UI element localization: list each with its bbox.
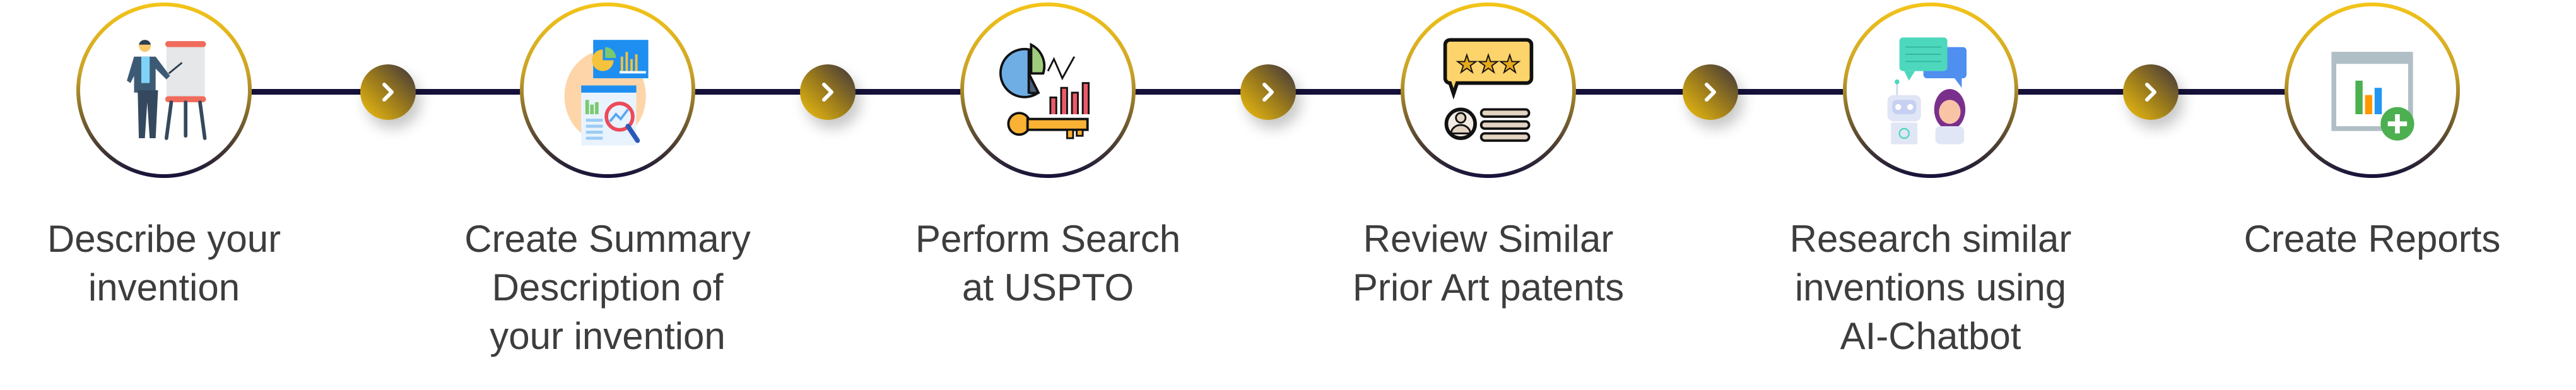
chevron-right-icon [1698, 80, 1723, 105]
next-arrow-1[interactable] [360, 64, 416, 120]
label-line: Description of [431, 263, 784, 312]
chevron-right-icon [815, 80, 840, 105]
add-report-icon [2312, 30, 2432, 150]
step-5-circle [1843, 3, 2018, 178]
step-6-label: Create Reports [2196, 215, 2549, 263]
label-line: Create Summary [431, 215, 784, 263]
analytics-search-icon [548, 30, 668, 150]
step-3-circle [960, 3, 1136, 178]
label-line: Perform Search [871, 215, 1225, 263]
step-2-label: Create Summary Description of your inven… [431, 215, 784, 360]
next-arrow-4[interactable] [1683, 64, 1738, 120]
label-line: at USPTO [871, 263, 1225, 312]
label-line: Research similar [1754, 215, 2107, 263]
svg-text:★★★: ★★★ [1456, 52, 1520, 78]
next-arrow-5[interactable] [2123, 64, 2179, 120]
presenter-icon [104, 30, 224, 150]
step-1-circle [76, 3, 252, 178]
step-2-circle [520, 3, 695, 178]
step-5-label: Research similar inventions using AI-Cha… [1754, 215, 2107, 360]
chevron-right-icon [2138, 80, 2163, 105]
review-rating-icon: ★★★ [1428, 30, 1548, 150]
step-4-circle: ★★★ [1401, 3, 1576, 178]
label-line: Review Similar [1312, 215, 1665, 263]
step-1-label: Describe your invention [0, 215, 341, 312]
label-line: your invention [431, 312, 784, 360]
chevron-right-icon [1256, 80, 1281, 105]
step-3-label: Perform Search at USPTO [871, 215, 1225, 312]
label-line: AI-Chatbot [1754, 312, 2107, 360]
label-line: invention [0, 263, 341, 312]
label-line: inventions using [1754, 263, 2107, 312]
chatbot-icon [1871, 30, 1991, 150]
step-4-label: Review Similar Prior Art patents [1312, 215, 1665, 312]
chart-key-icon [988, 30, 1108, 150]
label-line: Prior Art patents [1312, 263, 1665, 312]
next-arrow-3[interactable] [1240, 64, 1296, 120]
label-line: Create Reports [2196, 215, 2549, 263]
next-arrow-2[interactable] [800, 64, 856, 120]
chevron-right-icon [375, 80, 401, 105]
step-6-circle [2285, 3, 2460, 178]
label-line: Describe your [0, 215, 341, 263]
